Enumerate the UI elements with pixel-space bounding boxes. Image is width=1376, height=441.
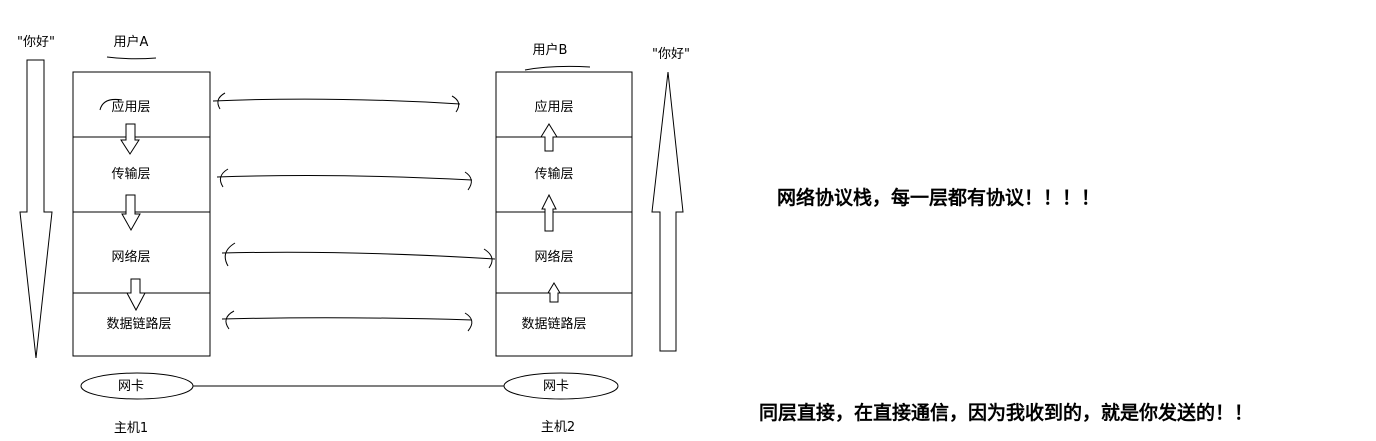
host-a-layer-transport: 传输层	[111, 166, 150, 182]
host-a-layer-network: 网络层	[111, 249, 150, 265]
down-arrow-small	[126, 278, 146, 312]
user-b-underline	[524, 65, 591, 71]
down-arrow-small	[120, 123, 140, 155]
host-a-stack	[72, 71, 211, 357]
user-a-label: 用户A	[114, 34, 149, 50]
user-a-underline	[106, 56, 157, 60]
message-label-a: "你好"	[17, 35, 55, 50]
up-arrow-small	[540, 123, 558, 152]
send-direction-arrow	[19, 59, 53, 359]
host-b-layer-application: 应用层	[534, 99, 573, 115]
peer-arrow-application	[212, 92, 461, 113]
up-arrow-small	[541, 193, 557, 232]
peer-arrow-transport	[216, 168, 473, 191]
peer-communication-note: 同层直接，在直接通信，因为我收到的，就是你发送的！！	[759, 401, 1253, 424]
protocol-stack-note: 网络协议栈，每一层都有协议！！！！	[777, 186, 1100, 209]
down-arrow-small	[121, 194, 141, 232]
host-2-label: 主机2	[541, 420, 575, 435]
scribble-mark	[99, 99, 123, 111]
nic-b-label: 网卡	[543, 379, 569, 394]
message-label-b: "你好"	[652, 47, 690, 62]
peer-arrow-datalink	[221, 310, 473, 332]
up-arrow-small	[547, 282, 561, 303]
nic-a-label: 网卡	[118, 379, 144, 394]
host-b-layer-datalink: 数据链路层	[521, 316, 586, 332]
peer-arrow-network	[221, 242, 496, 269]
host-b-layer-network: 网络层	[534, 249, 573, 265]
host-a-layer-datalink: 数据链路层	[106, 316, 171, 332]
host-a-layer-application: 应用层	[111, 99, 150, 115]
host-b-layer-transport: 传输层	[534, 166, 573, 182]
receive-direction-arrow	[651, 71, 684, 352]
host-1-label: 主机1	[114, 421, 148, 436]
host-b-stack	[495, 71, 633, 357]
user-b-label: 用户B	[533, 42, 568, 58]
